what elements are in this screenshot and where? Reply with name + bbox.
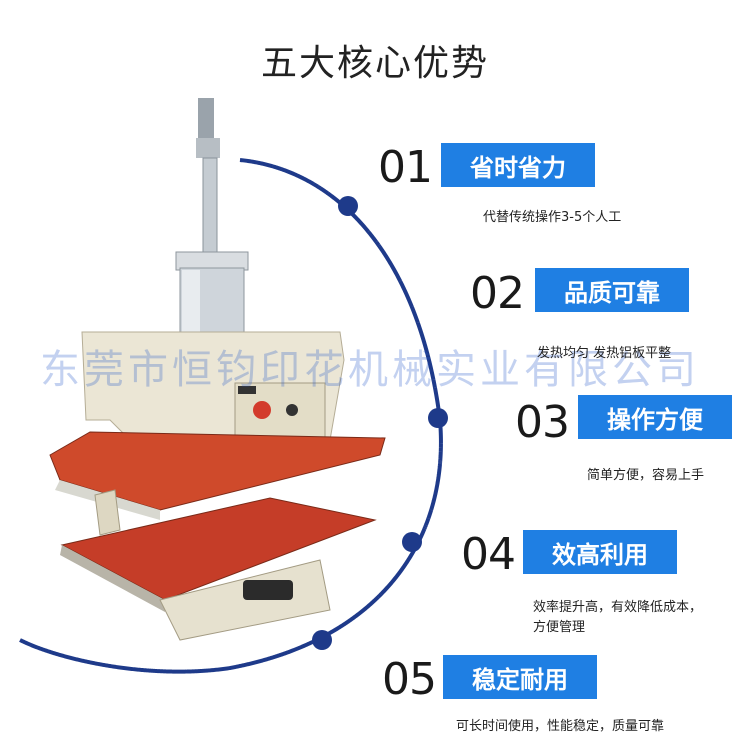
advantage-desc: 简单方便，容易上手	[587, 468, 705, 483]
arc-dot	[402, 532, 422, 552]
watermark: 东莞市恒钧印花机械实业有限公司	[40, 347, 700, 393]
advantage-number: 02	[470, 268, 525, 319]
advantage-title: 稳定耐用	[443, 655, 597, 699]
advantage-title: 效高利用	[523, 530, 677, 574]
arc-dot	[312, 630, 332, 650]
advantage-desc-line1: 效率提升高，有效降低成本，	[533, 600, 703, 615]
advantage-desc: 代替传统操作3-5个人工	[483, 210, 622, 225]
advantage-number: 05	[382, 654, 437, 705]
advantage-desc: 可长时间使用，性能稳定，质量可靠	[456, 719, 665, 734]
advantage-title: 省时省力	[441, 143, 595, 187]
advantage-title: 操作方便	[578, 395, 732, 439]
advantage-desc-line2: 方便管理	[533, 620, 586, 635]
arc-dot	[338, 196, 358, 216]
advantage-number: 03	[515, 397, 570, 448]
advantage-desc: 发热均匀 发热铝板平整	[537, 346, 672, 361]
arc-dot	[428, 408, 448, 428]
page-title: 五大核心优势	[260, 43, 489, 84]
advantage-number: 01	[378, 142, 433, 193]
advantage-number: 04	[461, 529, 516, 580]
advantage-title: 品质可靠	[535, 268, 689, 312]
